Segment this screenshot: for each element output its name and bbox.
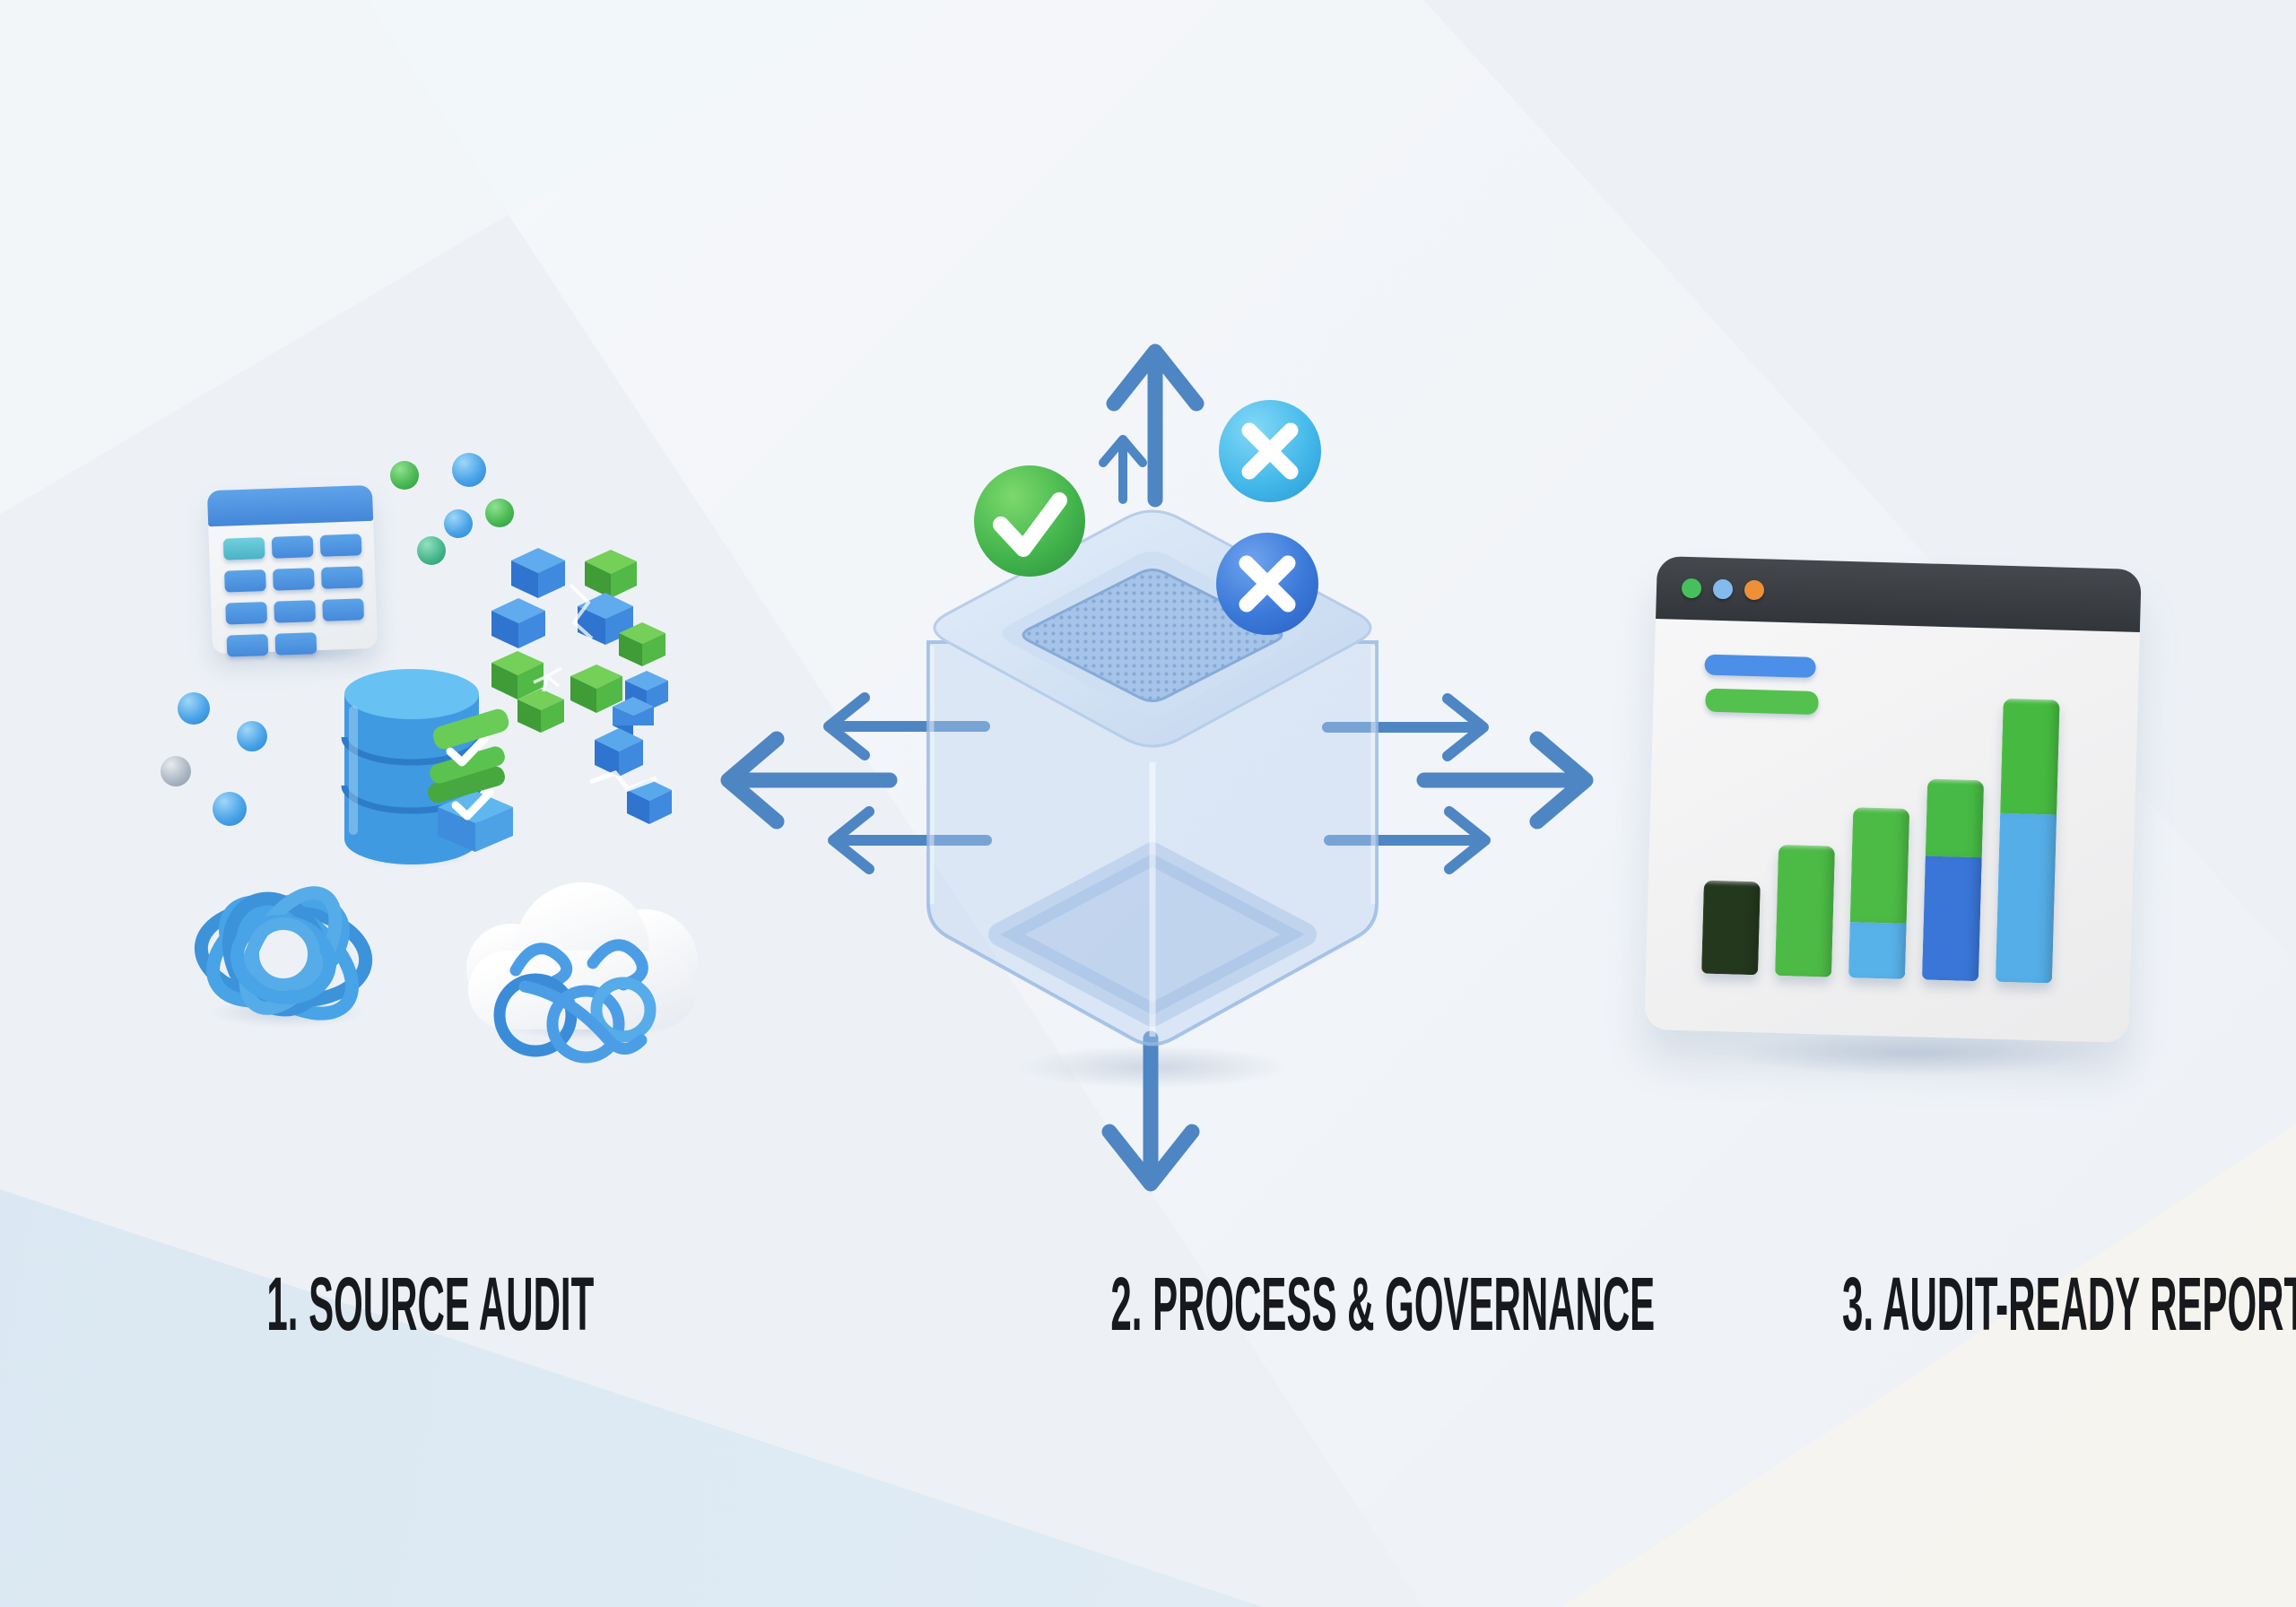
report-bar-chart bbox=[1701, 691, 2060, 984]
step-1-label: 1. SOURCE AUDIT bbox=[266, 1262, 595, 1346]
data-sphere-icon bbox=[237, 721, 267, 751]
step-3-label: 3. AUDIT-READY REPORT bbox=[1842, 1262, 2296, 1346]
report-bar bbox=[1921, 778, 1985, 982]
x-icon bbox=[1241, 422, 1299, 480]
report-window-titlebar bbox=[1656, 556, 2142, 633]
report-bar-segment bbox=[1701, 880, 1761, 976]
tangled-wire-icon bbox=[194, 886, 373, 1021]
data-sphere-icon bbox=[390, 461, 419, 490]
window-dot-orange-icon bbox=[1744, 579, 1765, 601]
reject-badge-sky bbox=[1219, 400, 1321, 502]
window-dot-blue-icon bbox=[1712, 578, 1734, 600]
heading-pill-blue bbox=[1704, 654, 1816, 678]
report-bar bbox=[1848, 807, 1910, 979]
up-arrow-small bbox=[1099, 435, 1147, 504]
report-bar bbox=[1774, 844, 1836, 977]
validation-layers-icon bbox=[428, 708, 513, 852]
window-dot-green-icon bbox=[1681, 578, 1702, 599]
up-arrow-large bbox=[1106, 343, 1205, 508]
data-sphere-icon bbox=[417, 536, 446, 565]
report-bar bbox=[1995, 698, 2060, 984]
broken-cube-cluster-icon bbox=[491, 548, 668, 735]
right-arrow-top bbox=[1322, 693, 1489, 761]
data-sphere-icon bbox=[452, 453, 486, 487]
report-bar bbox=[1701, 880, 1761, 976]
report-bar-segment bbox=[1921, 856, 1982, 982]
reject-badge-blue bbox=[1216, 533, 1318, 635]
right-arrow-bottom bbox=[1324, 806, 1491, 874]
x-icon bbox=[1239, 555, 1296, 612]
report-bar-segment bbox=[1849, 807, 1910, 924]
report-bar-segment bbox=[1995, 812, 2057, 984]
report-bar-segment bbox=[2000, 698, 2060, 815]
left-arrow-middle bbox=[720, 731, 898, 830]
approve-badge bbox=[974, 465, 1085, 577]
split-cube-icon bbox=[589, 728, 672, 824]
sieve-mesh bbox=[1022, 569, 1283, 702]
data-sphere-icon bbox=[444, 509, 473, 538]
left-arrow-top bbox=[823, 692, 990, 760]
report-bar-segment bbox=[1848, 922, 1907, 979]
left-arrow-bottom bbox=[828, 806, 992, 874]
check-icon bbox=[993, 492, 1067, 557]
wire-tangle-icon bbox=[493, 939, 657, 1064]
data-sphere-icon bbox=[485, 499, 514, 527]
right-arrow-middle bbox=[1416, 731, 1594, 830]
step-2-label: 2. PROCESS & GOVERNANCE bbox=[1110, 1262, 1656, 1346]
report-window bbox=[1644, 556, 2142, 1043]
data-sphere-icon bbox=[161, 756, 191, 786]
data-sphere-icon bbox=[178, 692, 210, 725]
down-arrow bbox=[1101, 1030, 1200, 1192]
data-sphere-icon bbox=[213, 792, 247, 826]
report-bar-segment bbox=[1925, 778, 1985, 858]
report-bar-segment bbox=[1774, 844, 1836, 977]
flow-arrows bbox=[720, 343, 1594, 1192]
